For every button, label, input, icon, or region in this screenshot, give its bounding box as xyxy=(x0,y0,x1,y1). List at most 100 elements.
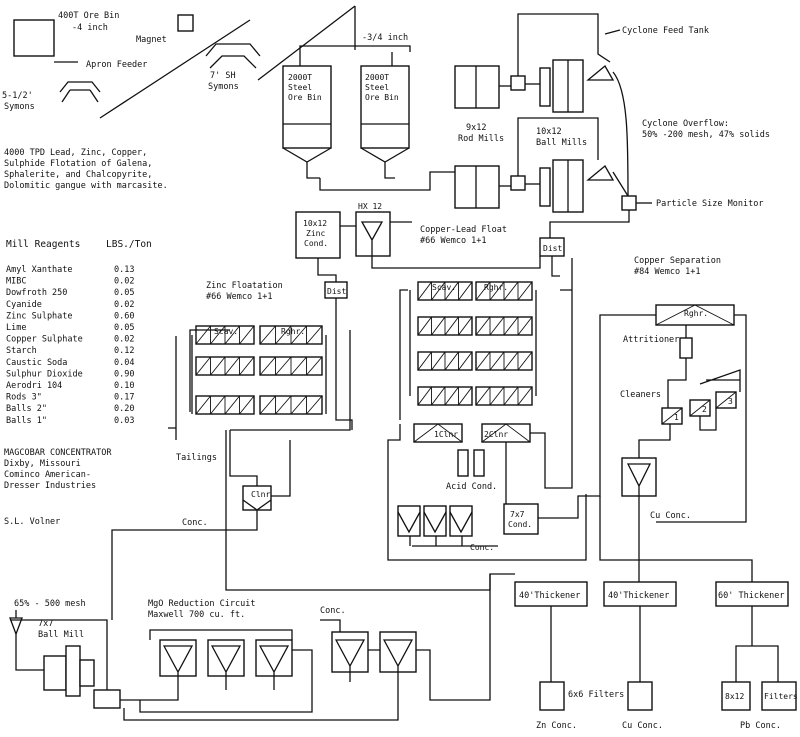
attritioner-box xyxy=(679,337,693,359)
reagents-title: Mill Reagents xyxy=(6,239,80,250)
bin2-line3: Ore Bin xyxy=(365,93,399,102)
cu-pb-rghr-bank-1 xyxy=(475,281,533,301)
credits-line-2: Cominco American- xyxy=(4,470,91,480)
particle-size-monitor-label: Particle Size Monitor xyxy=(656,199,763,209)
copper-lead-model: #66 Wemco 1+1 xyxy=(420,236,487,246)
minus-four-inch-label: -4 inch xyxy=(72,23,108,33)
pump-2 xyxy=(510,175,526,191)
three-quarter-inch-label: -3/4 inch xyxy=(362,33,408,43)
grinding-section: Cyclone Feed Tank 9x12 Rod Mills 10x12 B… xyxy=(454,13,770,238)
mgo-ball-mill-flange xyxy=(65,645,81,697)
ore-bin-2000t-right xyxy=(360,65,410,149)
filter-8x12-label: 8x12 xyxy=(725,692,744,701)
reagent-rate: 0.02 xyxy=(114,300,134,310)
bin2-line1: 2000T xyxy=(365,73,389,82)
bin1-line1: 2000T xyxy=(288,73,312,82)
zn-conc-label: Zn Conc. xyxy=(536,721,577,731)
cyclone-overflow-spec: 50% -200 mesh, 47% solids xyxy=(642,130,770,140)
reagent-rate: 0.02 xyxy=(114,277,134,287)
credits-line-3: Dresser Industries xyxy=(4,481,96,491)
pb-conc-label: Pb Conc. xyxy=(740,721,781,731)
bin2-line2: Steel xyxy=(365,83,389,92)
pump-1 xyxy=(510,75,526,91)
reagent-name: Balls 2" xyxy=(6,404,47,414)
zinc-rghr-bank-3 xyxy=(259,395,323,415)
cond-7x7 xyxy=(503,503,539,535)
thickener-40-zn xyxy=(514,581,588,607)
zinc-rghr-bank-2 xyxy=(259,356,323,376)
thickener-cu-label: 40'Thickener xyxy=(608,591,669,601)
symons-sh-size: 7' SH xyxy=(210,71,236,81)
zinc-circuit: 10x12 Zinc Cond. Zinc Floatation #66 Wem… xyxy=(111,211,515,620)
thickener-zn-label: 40'Thickener xyxy=(519,591,580,601)
mgo-reduction-circuit: 65% - 500 mesh 7x7 Ball Mill MgO Reducti… xyxy=(9,574,491,721)
reagent-name: Cyanide xyxy=(6,300,42,310)
zinc-cond-size: 10x12 xyxy=(303,219,327,228)
ball-mills-label: Ball Mills xyxy=(536,138,587,148)
reagent-name: Zinc Sulphate xyxy=(6,311,73,321)
description-line-3: Sphalerite, and Chalcopyrite, xyxy=(4,170,152,180)
zinc-scav-bank-2 xyxy=(195,356,255,376)
thickener-60-pb xyxy=(715,581,789,607)
mgo-sump xyxy=(93,689,121,709)
second-cleaner-label: 2Clnr xyxy=(484,430,508,439)
symons-sh-name: Symons xyxy=(208,82,239,92)
author-label: S.L. Volner xyxy=(4,517,60,527)
rod-mills-size: 9x12 xyxy=(466,123,486,133)
ore-bin-label: 400T Ore Bin xyxy=(58,11,119,21)
cleaners-label: Cleaners xyxy=(620,390,661,400)
symons-small-size: 5-1/2' xyxy=(2,91,33,101)
copper-lead-cell-banks xyxy=(409,281,537,406)
copper-lead-title: Copper-Lead Float xyxy=(420,225,507,235)
cu-pb-rghr-bank-3 xyxy=(475,351,533,371)
connectors xyxy=(189,289,587,561)
reagent-name: Aerodri 104 xyxy=(6,381,62,391)
reagent-rate: 0.12 xyxy=(114,346,134,356)
reagent-name: Balls 1" xyxy=(6,416,47,426)
cond-7x7-label: Cond. xyxy=(508,520,532,529)
credits-block: MAGCOBAR CONCENTRATOR Dixby, Missouri Co… xyxy=(4,448,112,527)
rod-mill-1 xyxy=(454,65,500,109)
apron-feeder-label: Apron Feeder xyxy=(86,60,147,70)
reagent-rate: 0.60 xyxy=(114,311,134,321)
reagent-name: Starch xyxy=(6,346,37,356)
cu-pb-scav-bank-3 xyxy=(417,351,473,371)
mesh-label: 65% - 500 mesh xyxy=(14,599,86,609)
copper-sep-title: Copper Separation xyxy=(634,256,721,266)
concentrator-title: MAGCOBAR CONCENTRATOR xyxy=(4,448,112,458)
rod-mills-label: Rod Mills xyxy=(458,134,504,144)
cyclone-1 xyxy=(586,65,615,81)
tailings-label: Tailings xyxy=(176,453,217,463)
reagent-name: MIBC xyxy=(6,277,26,287)
reagent-rate: 0.03 xyxy=(114,416,134,426)
hx12-label: HX 12 xyxy=(358,202,382,211)
zinc-cond-label: Cond. xyxy=(304,239,328,248)
thickeners-section: 40'Thickener Zn Conc. 40'Thickener 6x6 F… xyxy=(514,496,798,731)
reagent-rate: 0.02 xyxy=(114,335,134,345)
thickener-40-cu xyxy=(603,581,677,607)
description-line-4: Dolomitic gangue with marcasite. xyxy=(4,181,168,191)
cu-conc-product-label: Cu Conc. xyxy=(622,721,663,731)
reagent-name: Rods 3" xyxy=(6,393,42,403)
copper-separation: Copper Separation #84 Wemco 1+1 Rghr. At… xyxy=(618,256,747,578)
cu-pb-rghr-bank-4 xyxy=(475,386,533,406)
magnet-box xyxy=(177,14,194,32)
zinc-bank-risers xyxy=(191,335,327,414)
reagent-rate: 0.10 xyxy=(114,381,134,391)
ball-mills-size: 10x12 xyxy=(536,127,562,137)
reagent-rate: 0.13 xyxy=(114,265,134,275)
zinc-cond-name: Zinc xyxy=(306,229,325,238)
cu-pb-scav-bank-1 xyxy=(417,281,473,301)
rod-mill-2 xyxy=(454,165,500,209)
mgo-title: MgO Reduction Circuit xyxy=(148,599,255,609)
cu-pb-rghr-label: Rghr. xyxy=(484,283,508,292)
ore-bin-2000t-left xyxy=(282,65,332,149)
cu-pb-conc-label: Conc. xyxy=(470,543,494,552)
magnet-label: Magnet xyxy=(136,35,167,45)
description-line-1: 4000 TPD Lead, Zinc, Copper, xyxy=(4,148,147,158)
symons-crusher-small xyxy=(59,81,101,103)
zinc-dist-label: Dist xyxy=(327,287,346,296)
